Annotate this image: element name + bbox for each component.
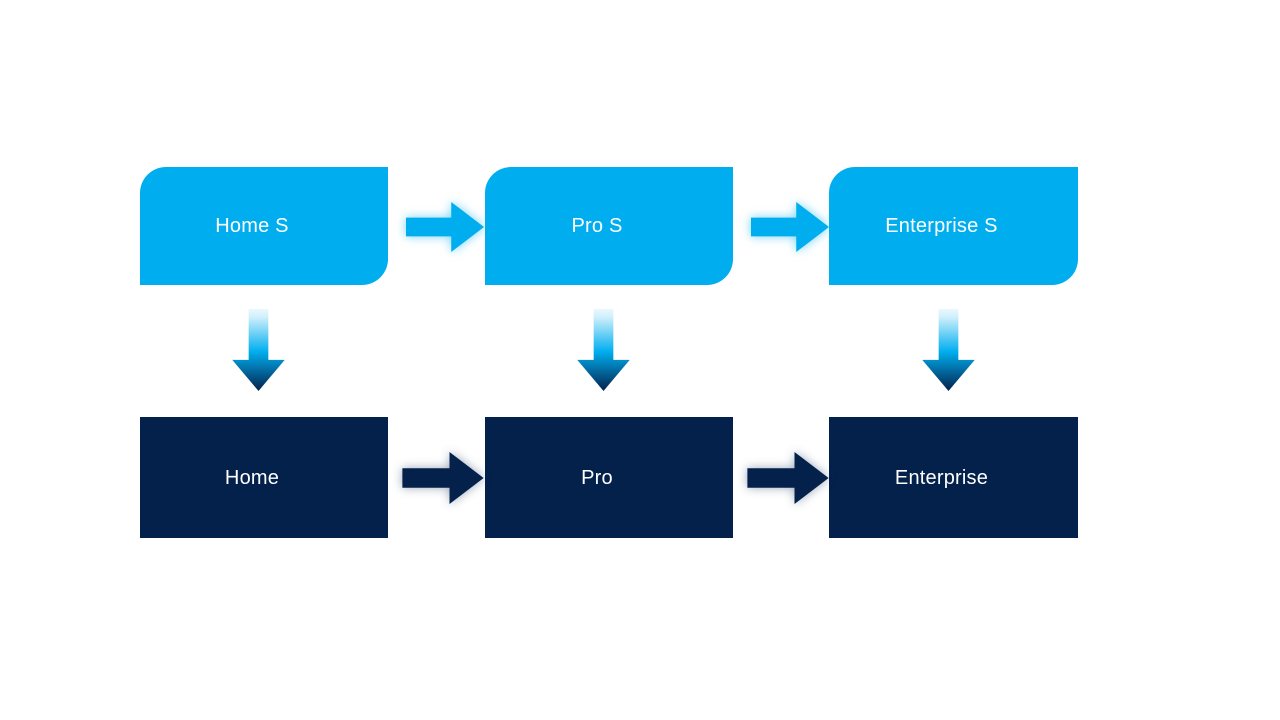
node-label-pro: Pro [581,466,613,489]
node-label-home-s: Home S [215,215,289,237]
node-label-home: Home [224,466,280,489]
arrow-down-icon-home-s-to-home [231,309,286,391]
node-pro-s[interactable]: Pro S [485,167,733,285]
arrow-down-icon-pro-s-to-pro [576,309,631,391]
node-label-enterprise: Enterprise [894,466,989,489]
node-enterprise[interactable]: Enterprise [829,417,1078,538]
node-enterprise-s[interactable]: Enterprise S [829,167,1078,285]
node-home-s[interactable]: Home S [140,167,388,285]
node-pro[interactable]: Pro [485,417,733,538]
node-home[interactable]: Home [140,417,388,538]
arrow-right-icon-home-s-to-pro-s [406,202,484,252]
arrow-right-icon-pro-s-to-enterprise-s [751,202,829,252]
arrow-right-icon-home-to-pro [402,452,484,504]
node-label-enterprise-s: Enterprise S [885,215,998,237]
node-label-pro-s: Pro S [571,215,623,237]
arrow-right-icon-pro-to-enterprise [747,452,829,504]
arrow-down-icon-enterprise-s-to-enterprise [921,309,976,391]
